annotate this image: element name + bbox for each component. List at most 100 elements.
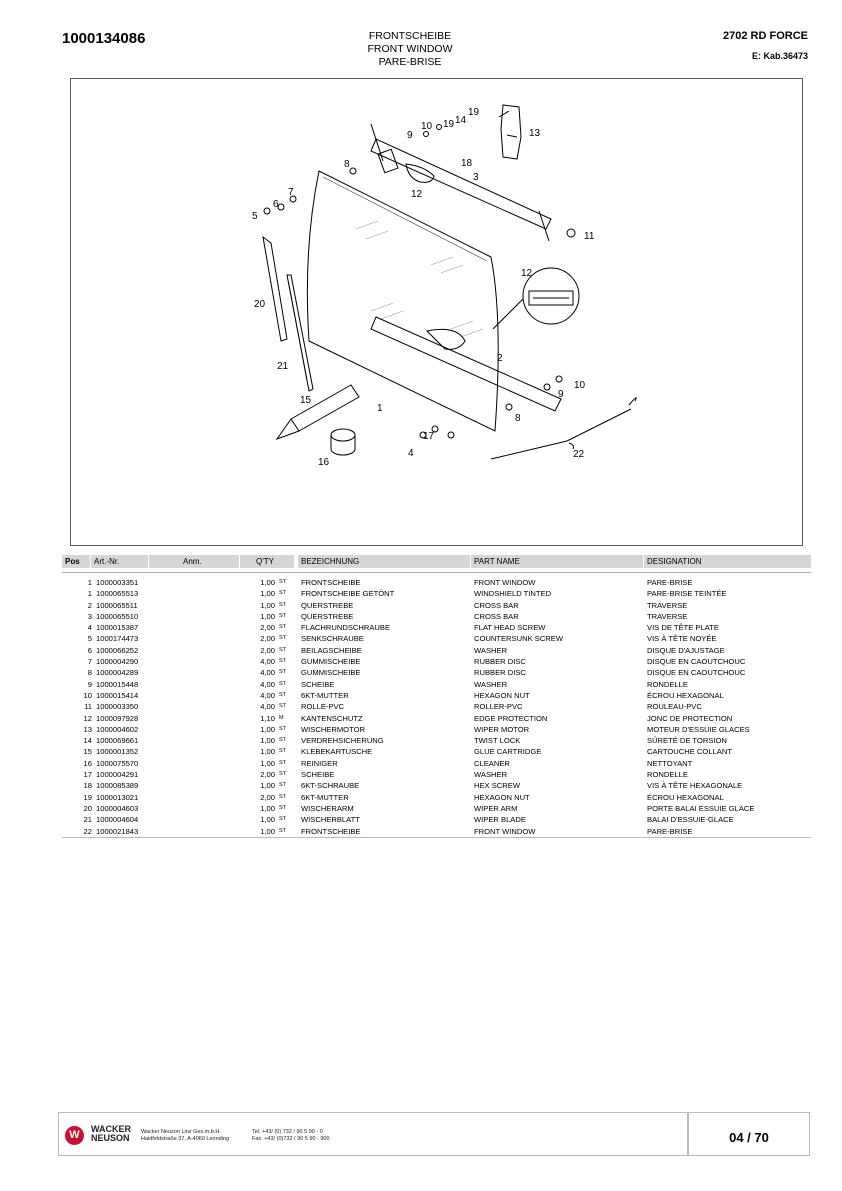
cell-qty: 1,00 [260,781,275,791]
cell-art-nr: 1000004291 [96,770,139,780]
callout-3: 3 [473,172,479,183]
cell-designation: CARTOUCHE COLLANT [647,747,732,757]
footer: W WACKER NEUSON Wacker Neuson Linz Ges.m… [58,1112,688,1156]
cell-designation: VIS À TÊTE NOYÉE [647,634,717,644]
cell-unit: ST [279,737,287,744]
callout-5: 5 [252,211,258,222]
cell-bezeichnung: 6KT-MUTTER [301,690,349,700]
cell-art-nr: 1000015448 [96,679,139,689]
cell-bezeichnung: WISCHERBLATT [301,815,360,825]
parts-table-header: Pos Art.-Nr. Anm. Q'TY BEZEICHNUNG PART … [62,555,811,568]
cell-art-nr: 1000085389 [96,781,139,791]
cell-unit: ST [279,680,287,687]
cell-designation: MOTEUR D'ESSUIE GLACES [647,724,750,734]
cell-designation: VIS À TÊTE HEXAGONALE [647,781,743,791]
cell-unit: ST [279,816,287,823]
company-contact: Tel. +43/ (0) 732 / 90 5 90 - 0 Fax. +43… [252,1129,330,1143]
cell-part-name: TWIST LOCK [474,736,521,746]
cell-designation: ÉCROU HEXAGONAL [647,792,724,802]
cell-qty: 4,00 [260,702,275,712]
cell-bezeichnung: QUERSTREBE [301,611,354,621]
cell-art-nr: 1000003350 [96,702,139,712]
cell-bezeichnung: KANTENSCHUTZ [301,713,363,723]
callout-labels: 1 2 3 4 5 6 7 8 8 9 9 10 10 11 12 12 13 … [252,107,595,468]
cell-qty: 1,00 [260,826,275,836]
cell-designation: DISQUE EN CAOUTCHOUC [647,668,746,678]
cell-designation: ROULEAU-PVC [647,702,702,712]
page-title: FRONTSCHEIBE FRONT WINDOW PARE-BRISE [300,30,520,69]
company-street: Haidfeldstraße 37, A-4060 Leonding [141,1136,230,1142]
wiper-motor [500,104,522,160]
cell-pos: 1 [87,578,92,587]
cell-part-name: COUNTERSUNK SCREW [474,634,564,644]
cell-unit: ST [279,612,287,619]
cell-qty: 2,00 [260,792,275,802]
cell-qty: 2,00 [260,634,275,644]
cell-part-name: ROLLER-PVC [474,702,523,712]
cell-art-nr: 1000013021 [96,792,139,802]
cell-qty: 1,00 [260,815,275,825]
cell-qty: 2,00 [260,770,275,780]
cell-art-nr: 1000021843 [96,826,139,836]
cell-pos: 4 [87,623,92,633]
cell-part-name: WASHER [474,679,508,689]
cell-qty: 4,00 [260,657,275,667]
callout-20: 20 [254,299,266,310]
cell-qty: 2,00 [260,645,275,655]
cell-qty: 1,00 [260,724,275,734]
cell-unit: ST [279,579,287,585]
cell-designation: DISQUE EN CAOUTCHOUC [647,657,746,667]
cell-designation: RONDELLE [647,679,688,689]
cell-unit: ST [279,691,287,698]
cell-art-nr: 1000003351 [96,578,139,587]
cell-art-nr: 1000065513 [96,589,139,599]
cell-designation: TRAVERSE [647,600,688,610]
cell-qty: 1,00 [260,803,275,813]
cell-part-name: HEX SCREW [474,781,520,791]
cell-pos: 7 [87,657,92,667]
document-number: 1000134086 [62,30,146,47]
callout-8: 8 [344,159,350,170]
cell-pos: 13 [83,724,92,734]
cell-art-nr: 1000065511 [96,600,138,610]
callout-10: 10 [421,121,433,132]
header-part-name: PART NAME [471,555,643,568]
cell-part-name: WASHER [474,645,508,655]
cell-qty: 1,00 [260,589,275,599]
cell-qty: 1,00 [260,600,275,610]
cell-pos: 2 [87,600,92,610]
logo-text: WACKER NEUSON [91,1125,131,1143]
cell-bezeichnung: FRONTSCHEIBE [301,826,361,836]
cell-part-name: CROSS BAR [474,611,519,621]
cell-bezeichnung: QUERSTREBE [301,600,354,610]
cell-pos: 1 [87,589,92,599]
cell-unit: ST [279,827,287,834]
exploded-view-svg: 1 2 3 4 5 6 7 8 8 9 9 10 10 11 12 12 13 … [252,104,637,468]
cell-pos: 17 [83,770,92,780]
cell-pos: 3 [87,611,92,621]
callout-16: 16 [318,457,330,468]
lower-cross-bar [370,316,562,412]
cell-part-name: HEXAGON NUT [474,690,530,700]
title-french: PARE-BRISE [378,56,442,68]
cell-unit: ST [279,669,287,676]
cell-bezeichnung: WISCHERMOTOR [301,724,365,734]
cell-part-name: RUBBER DISC [474,668,526,678]
company-tel: Tel. +43/ (0) 732 / 90 5 90 - 0 [252,1129,323,1135]
cell-pos: 22 [83,826,92,836]
cell-bezeichnung: FLACHRUNDSCHRAUBE [301,623,391,633]
header-art-nr: Art.-Nr. [91,555,148,568]
